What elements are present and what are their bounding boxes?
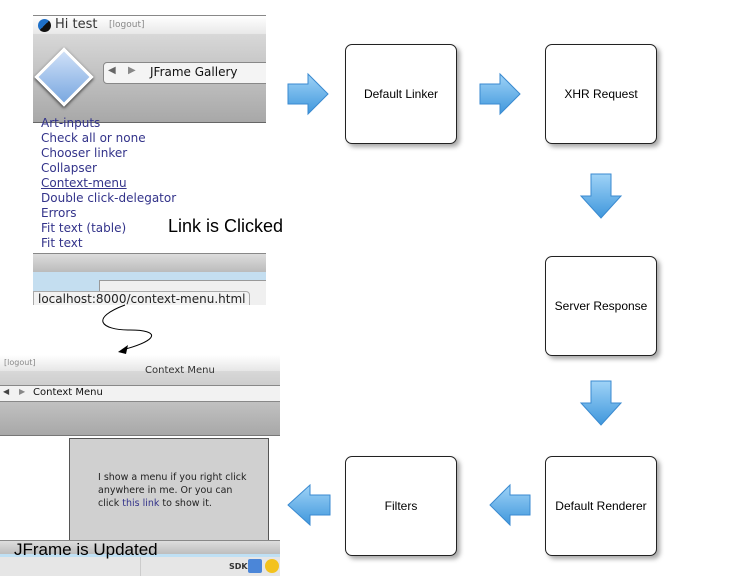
- status-url: localhost:8000/context-menu.html: [33, 291, 251, 305]
- link-art-inputs[interactable]: Art-inputs: [41, 116, 101, 130]
- logout-link[interactable]: [logout]: [4, 358, 36, 367]
- context-menu-area[interactable]: I show a menu if you right click anywher…: [69, 438, 269, 542]
- forward-arrow-icon[interactable]: ▶: [128, 65, 136, 76]
- nav-title: Context Menu: [33, 387, 103, 398]
- help-dock-icon[interactable]: [265, 559, 279, 573]
- arrow-left-2: [287, 483, 331, 527]
- context-text-end: to show it.: [159, 498, 212, 509]
- link-check-all[interactable]: Check all or none: [41, 131, 146, 145]
- link-fit-text-table[interactable]: Fit text (table): [41, 221, 127, 235]
- arrow-right-2: [479, 72, 521, 116]
- box-xhr-request: XHR Request: [545, 44, 657, 144]
- curved-arrow: [102, 304, 153, 354]
- back-arrow-icon[interactable]: ◀: [108, 65, 116, 76]
- link-chooser-linker[interactable]: Chooser linker: [41, 146, 128, 160]
- link-context-menu[interactable]: Context-menu: [41, 176, 127, 190]
- forward-arrow-icon[interactable]: ▶: [19, 387, 26, 396]
- window-title: Context Menu: [145, 365, 215, 376]
- link-fit-text[interactable]: Fit text: [41, 236, 83, 250]
- sdk-label: SDK: [229, 562, 248, 571]
- nav-title: JFrame Gallery: [150, 65, 238, 79]
- label-link-clicked: Link is Clicked: [168, 216, 284, 236]
- context-text: I show a menu if you right click anywher…: [98, 472, 247, 509]
- context-menu-screenshot: [logout] Context Menu ◀ ▶ Context Menu I…: [0, 355, 280, 576]
- greeting: Hi test: [55, 17, 98, 32]
- box-filters: Filters: [345, 456, 457, 556]
- link-double-click[interactable]: Double click-delegator: [41, 191, 177, 205]
- logo-icon: [38, 19, 51, 32]
- app-dock-icon[interactable]: [248, 559, 262, 573]
- arrow-right-1: [287, 72, 329, 116]
- arrow-down-2: [579, 380, 623, 426]
- box-default-renderer: Default Renderer: [545, 456, 657, 556]
- show-menu-link[interactable]: this link: [122, 498, 160, 509]
- box-default-linker: Default Linker: [345, 44, 457, 144]
- link-collapser[interactable]: Collapser: [41, 161, 97, 175]
- box-server-response: Server Response: [545, 256, 657, 356]
- arrow-left-1: [489, 483, 531, 527]
- gallery-screenshot: Hi test [logout] ◀ ▶ JFrame Gallery Art-…: [33, 15, 266, 305]
- link-errors[interactable]: Errors: [41, 206, 77, 220]
- back-arrow-icon[interactable]: ◀: [3, 387, 10, 396]
- label-jframe-updated: JFrame is Updated: [14, 540, 158, 559]
- arrow-down-1: [579, 173, 623, 219]
- logout-link[interactable]: [logout]: [109, 20, 145, 30]
